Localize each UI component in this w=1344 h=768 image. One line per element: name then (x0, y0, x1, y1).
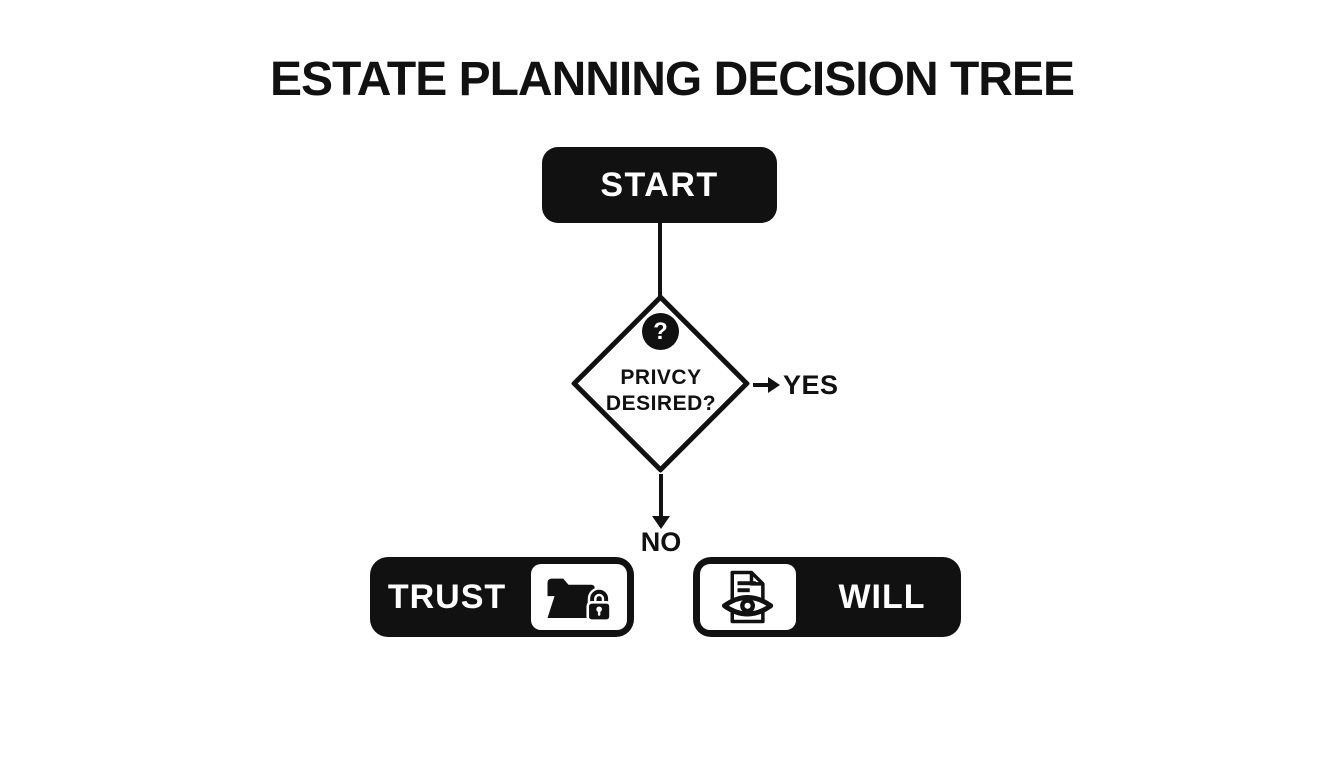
trust-node: TRUST (370, 557, 634, 637)
yes-label: YES (783, 370, 839, 400)
will-label: WILL (838, 577, 926, 616)
will-icon-panel (700, 564, 796, 630)
trust-label: TRUST (387, 577, 507, 616)
decision-label-line2: DESIRED? (605, 392, 717, 415)
question-glyph: ? (653, 317, 668, 345)
start-node: START (542, 147, 777, 223)
no-arrowhead-icon (652, 516, 670, 529)
start-label: START (600, 165, 719, 204)
folder-lock-icon (547, 578, 612, 622)
decision-label-line1: PRIVCY (620, 366, 702, 389)
connector-start-to-decision (658, 222, 662, 300)
decision-label: PRIVCY DESIRED? (561, 365, 761, 417)
no-label: NO (640, 527, 682, 557)
trust-icon-panel (531, 564, 627, 630)
document-eye-icon (721, 570, 774, 624)
no-arrow-line (659, 474, 663, 516)
page-title: ESTATE PLANNING DECISION TREE (270, 53, 1075, 106)
will-node: WILL (693, 557, 961, 637)
yes-arrow-line (753, 383, 770, 387)
yes-arrowhead-icon (768, 377, 780, 393)
question-icon: ? (642, 313, 679, 350)
